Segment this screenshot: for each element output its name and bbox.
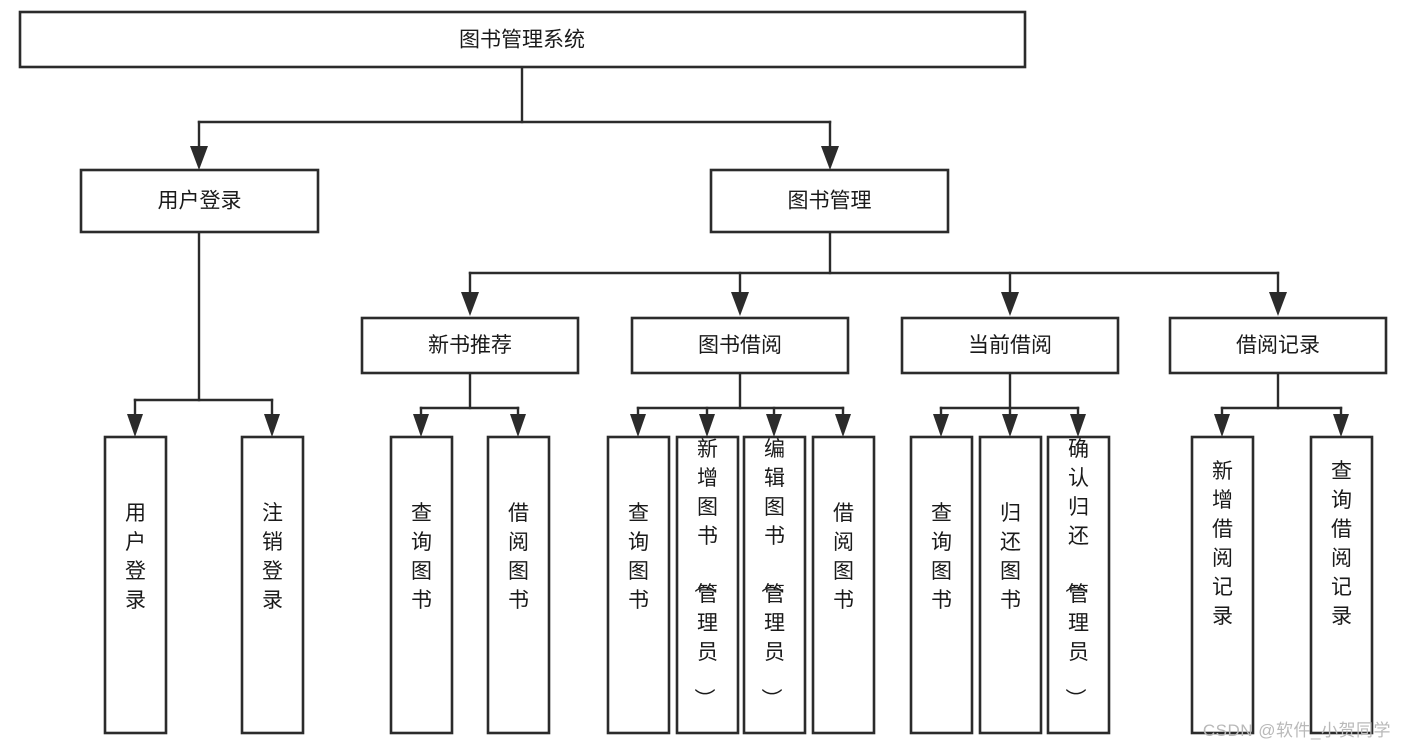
leaf-book-borrow-1-label: 查询图书: [628, 502, 649, 612]
arrow-icon-record-leaf1: [1214, 414, 1230, 437]
arrow-icon-to-userlogin: [190, 146, 208, 170]
leaf-current-borrow-1-box[interactable]: [909, 435, 974, 735]
leaf-borrow-record-1-box[interactable]: [1190, 435, 1255, 735]
leaf-borrow-record-1-label: 新增借阅记录: [1212, 460, 1233, 628]
node-user-login[interactable]: 用户登录: [79, 168, 320, 234]
leaf-current-borrow-3-box[interactable]: [1046, 435, 1111, 735]
arrow-icon-current-leaf3: [1070, 414, 1086, 437]
watermark-label: CSDN @软件_小贺同学: [1202, 721, 1391, 740]
node-root[interactable]: 图书管理系统: [18, 10, 1027, 69]
arrow-icon-userlogin-leaf1: [127, 414, 143, 437]
node-new-book-recommend-label: 新书推荐: [428, 334, 512, 357]
node-user-login-label: 用户登录: [158, 190, 242, 213]
leaf-book-borrow-3[interactable]: 编辑图书（管理员）: [742, 435, 807, 735]
leaf-current-borrow-3[interactable]: 确认归还（管理员）: [1046, 435, 1111, 735]
leaf-user-login-2[interactable]: 注销登录: [240, 435, 305, 735]
leaf-new-book-1-box[interactable]: [389, 435, 454, 735]
leaf-book-borrow-3-box[interactable]: [742, 435, 807, 735]
leaf-borrow-record-2-box[interactable]: [1309, 435, 1374, 735]
arrow-icon-borrow-leaf3: [766, 414, 782, 437]
arrow-icon-to-borrow: [731, 292, 749, 316]
node-user-login-box[interactable]: [79, 168, 320, 234]
arrow-icon-current-leaf2: [1002, 414, 1018, 437]
node-book-management[interactable]: 图书管理: [709, 168, 950, 234]
leaf-book-borrow-2-label: 新增图书（管理员）: [692, 438, 718, 709]
node-borrow-record-label: 借阅记录: [1236, 334, 1320, 357]
arrow-icon-to-newbook: [461, 292, 479, 316]
arrow-icon-current-leaf1: [933, 414, 949, 437]
leaf-new-book-1[interactable]: 查询图书: [389, 435, 454, 735]
node-current-borrow-box[interactable]: [900, 316, 1120, 375]
node-book-management-label: 图书管理: [788, 190, 872, 213]
node-root-box[interactable]: [18, 10, 1027, 69]
leaf-book-borrow-2-box[interactable]: [675, 435, 740, 735]
leaf-user-login-1[interactable]: 用户登录: [103, 435, 168, 735]
leaf-current-borrow-1[interactable]: 查询图书: [909, 435, 974, 735]
leaf-book-borrow-3-label: 编辑图书（管理员）: [759, 438, 785, 709]
leaf-new-book-1-label: 查询图书: [411, 502, 432, 612]
arrow-icon-to-bookmgmt: [821, 146, 839, 170]
arrow-icon-borrow-leaf2: [699, 414, 715, 437]
arrow-icon-to-record: [1269, 292, 1287, 316]
arrow-heads: [127, 146, 1349, 437]
arrow-icon-newbook-leaf2: [510, 414, 526, 437]
arrow-icon-borrow-leaf4: [835, 414, 851, 437]
node-current-borrow[interactable]: 当前借阅: [900, 316, 1120, 375]
leaf-user-login-2-box[interactable]: [240, 435, 305, 735]
node-book-borrow[interactable]: 图书借阅: [630, 316, 850, 375]
leaf-user-login-2-label: 注销登录: [262, 502, 283, 612]
leaf-book-borrow-1-box[interactable]: [606, 435, 671, 735]
leaf-current-borrow-3-label: 确认归还（管理员）: [1063, 438, 1089, 709]
node-book-management-box[interactable]: [709, 168, 950, 234]
leaf-book-borrow-4-box[interactable]: [811, 435, 876, 735]
node-new-book-recommend[interactable]: 新书推荐: [360, 316, 580, 375]
leaf-new-book-2-box[interactable]: [486, 435, 551, 735]
node-root-label: 图书管理系统: [459, 29, 585, 52]
leaf-book-borrow-4[interactable]: 借阅图书: [811, 435, 876, 735]
leaf-borrow-record-1[interactable]: 新增借阅记录: [1190, 435, 1255, 735]
node-book-borrow-label: 图书借阅: [698, 334, 782, 357]
leaf-user-login-1-label: 用户登录: [125, 502, 146, 612]
node-new-book-recommend-box[interactable]: [360, 316, 580, 375]
node-book-borrow-box[interactable]: [630, 316, 850, 375]
leaf-borrow-record-2-label: 查询借阅记录: [1331, 460, 1352, 628]
leaf-current-borrow-1-label: 查询图书: [931, 502, 952, 612]
leaf-new-book-2[interactable]: 借阅图书: [486, 435, 551, 735]
leaf-book-borrow-4-label: 借阅图书: [833, 502, 854, 612]
leaf-current-borrow-2-box[interactable]: [978, 435, 1043, 735]
arrow-icon-borrow-leaf1: [630, 414, 646, 437]
leaf-new-book-2-label: 借阅图书: [508, 502, 529, 612]
node-current-borrow-label: 当前借阅: [968, 334, 1052, 357]
leaf-current-borrow-2-label: 归还图书: [1000, 502, 1021, 612]
node-borrow-record-box[interactable]: [1168, 316, 1388, 375]
leaf-book-borrow-1[interactable]: 查询图书: [606, 435, 671, 735]
leaf-borrow-record-2[interactable]: 查询借阅记录: [1309, 435, 1374, 735]
arrow-icon-newbook-leaf1: [413, 414, 429, 437]
leaf-user-login-1-box[interactable]: [103, 435, 168, 735]
leaf-current-borrow-2[interactable]: 归还图书: [978, 435, 1043, 735]
node-borrow-record[interactable]: 借阅记录: [1168, 316, 1388, 375]
arrow-icon-userlogin-leaf2: [264, 414, 280, 437]
leaf-book-borrow-2[interactable]: 新增图书（管理员）: [675, 435, 740, 735]
arrow-icon-record-leaf2: [1333, 414, 1349, 437]
arrow-icon-to-current: [1001, 292, 1019, 316]
